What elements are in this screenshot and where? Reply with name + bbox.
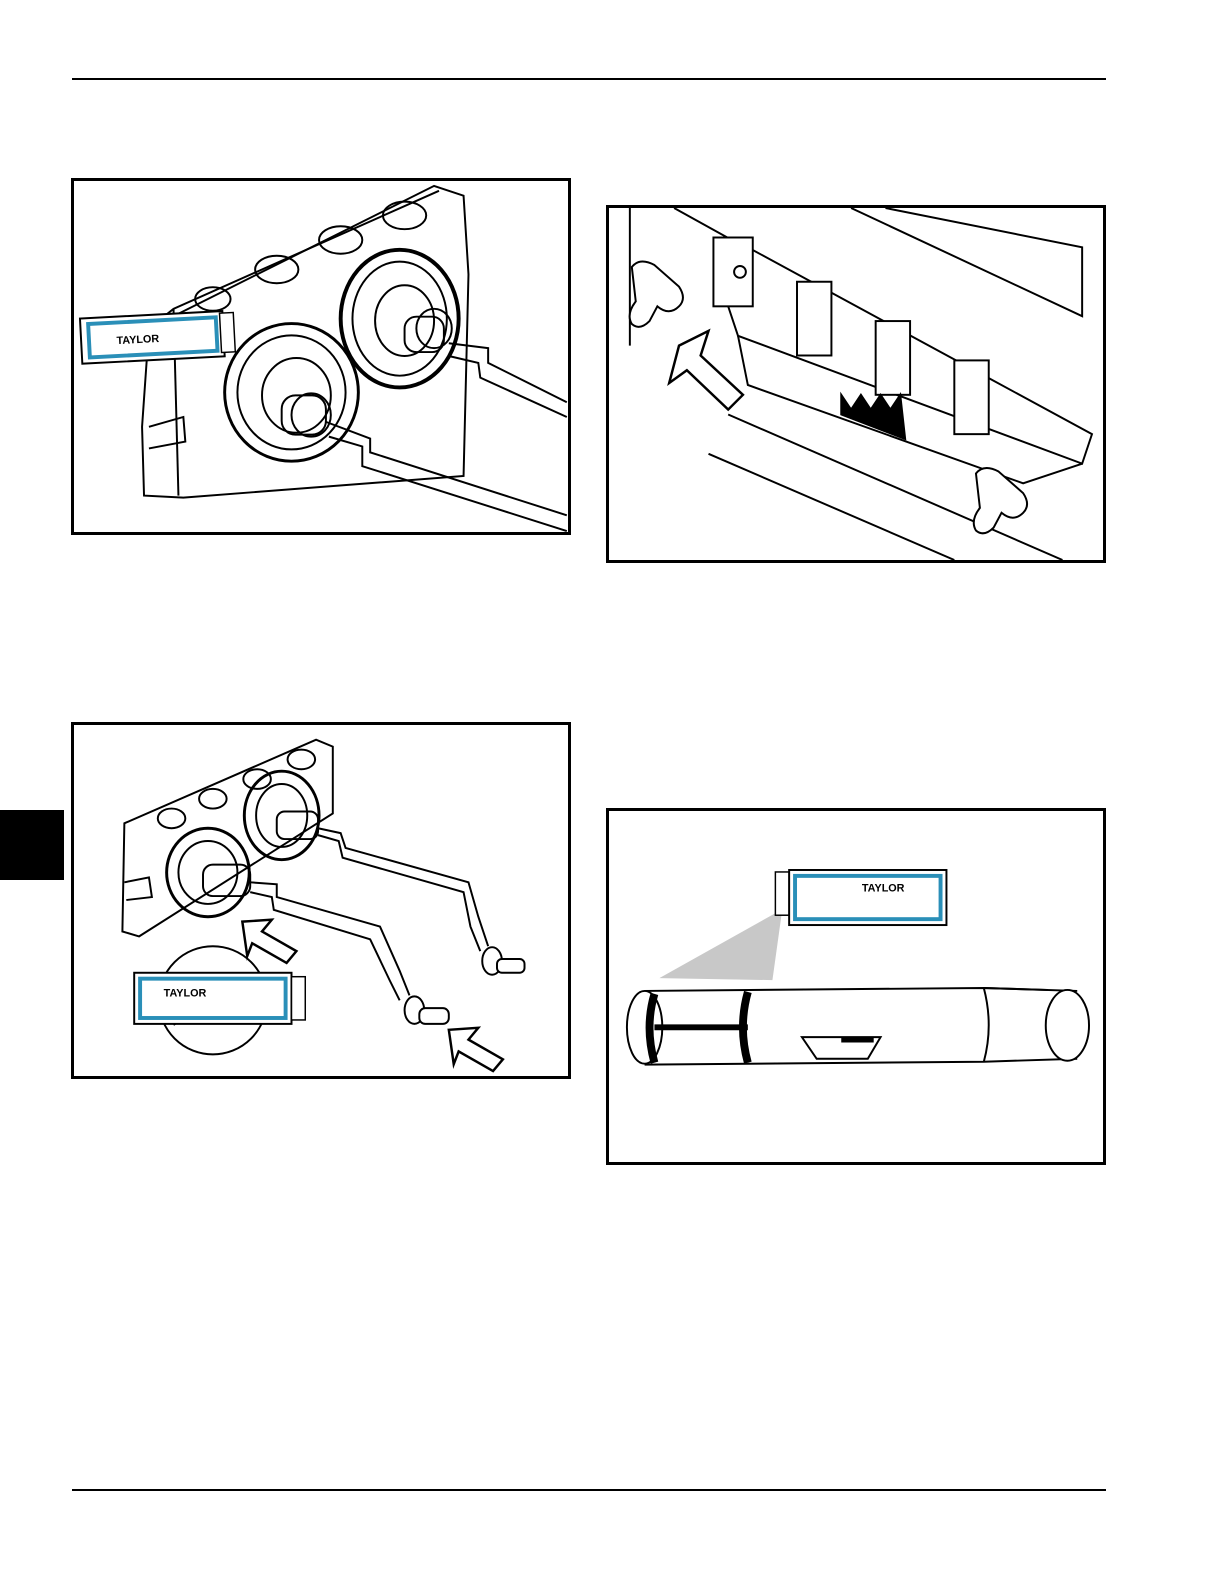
figure-prime-plugs: TAYLOR xyxy=(71,722,571,1079)
drive-shaft-illustration: TAYLOR xyxy=(609,811,1103,1162)
arrow-icon xyxy=(242,920,296,963)
lubricant-tube-icon: TAYLOR xyxy=(775,870,946,925)
figure-door-seals: TAYLOR xyxy=(71,178,571,535)
figure-drive-shaft: TAYLOR xyxy=(606,808,1106,1165)
lubricant-tube-icon: TAYLOR xyxy=(80,311,235,364)
door-seals-illustration: TAYLOR xyxy=(74,181,568,532)
svg-text:TAYLOR: TAYLOR xyxy=(164,987,207,999)
arrow-icon xyxy=(669,331,743,410)
header-rule xyxy=(72,78,1106,80)
svg-text:TAYLOR: TAYLOR xyxy=(862,883,905,895)
prime-plugs-illustration: TAYLOR xyxy=(74,725,568,1076)
footer-rule xyxy=(72,1489,1106,1491)
svg-text:TAYLOR: TAYLOR xyxy=(116,333,159,347)
section-tab xyxy=(0,810,64,880)
arrow-icon xyxy=(449,1028,503,1071)
lubricant-tube-icon: TAYLOR xyxy=(134,973,305,1024)
door-installed-illustration xyxy=(609,208,1103,560)
handscrew-knob-icon xyxy=(974,468,1027,533)
handscrew-knob-icon xyxy=(630,262,683,327)
figure-door-installed xyxy=(606,205,1106,563)
